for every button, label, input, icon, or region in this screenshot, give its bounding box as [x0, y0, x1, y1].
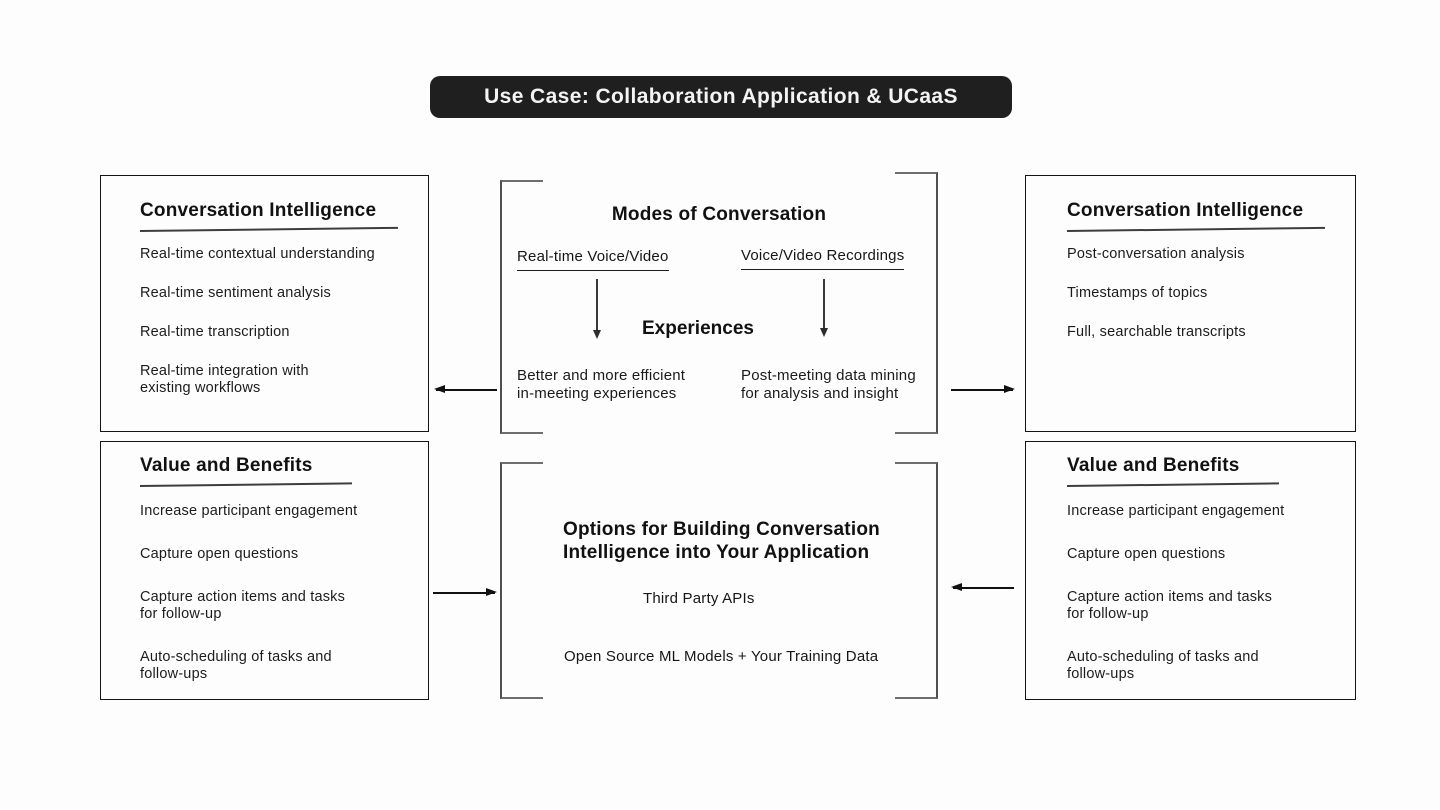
heading-underline	[1066, 226, 1325, 232]
list-item: Auto-scheduling of tasks and follow-ups	[1067, 649, 1259, 682]
panel-conversation-intelligence-realtime: Conversation Intelligence Real-time cont…	[100, 175, 429, 432]
list-item: Capture open questions	[1067, 546, 1226, 562]
option-third-party-apis: Third Party APIs	[643, 590, 755, 607]
panel-heading: Conversation Intelligence	[140, 200, 377, 221]
list-item: Capture action items and tasks for follo…	[140, 589, 346, 622]
arrow-modes-to-right-panel	[951, 386, 1015, 393]
panel-value-benefits-right: Value and Benefits Increase participant …	[1025, 441, 1356, 700]
list-item: Auto-scheduling of tasks and follow-ups	[140, 649, 332, 682]
list-item: Full, searchable transcripts	[1067, 324, 1246, 340]
section-title: Modes of Conversation	[611, 204, 827, 225]
panel-item-list: Post-conversation analysis Timestamps of…	[1067, 246, 1355, 341]
mode-recordings-label: Voice/Video Recordings	[741, 247, 905, 270]
outcome-postmeeting: Post-meeting data mining for analysis an…	[741, 367, 916, 402]
section-modes-of-conversation: Modes of Conversation Real-time Voice/Vi…	[500, 172, 938, 434]
list-item: Real-time integration with existing work…	[140, 363, 309, 396]
arrow-right-panel-to-options	[951, 584, 1014, 591]
mode-realtime-label: Real-time Voice/Video	[517, 248, 669, 271]
section-building-options: Options for Building Conversation Intell…	[500, 462, 938, 699]
panel-value-benefits-left: Value and Benefits Increase participant …	[100, 441, 429, 700]
option-open-source-ml: Open Source ML Models + Your Training Da…	[564, 648, 879, 665]
title-badge: Use Case: Collaboration Application & UC…	[430, 76, 1012, 118]
list-item: Increase participant engagement	[140, 503, 358, 519]
list-item: Real-time transcription	[140, 324, 290, 340]
list-item: Capture open questions	[140, 546, 299, 562]
heading-underline	[139, 226, 398, 232]
arrow-modes-to-left-panel	[434, 386, 497, 393]
arrow-left-panel-to-options	[433, 589, 497, 596]
right-bracket	[895, 172, 938, 434]
panel-item-list: Real-time contextual understanding Real-…	[140, 246, 428, 397]
list-item: Real-time contextual understanding	[140, 246, 375, 262]
panel-heading: Value and Benefits	[140, 455, 313, 476]
list-item: Capture action items and tasks for follo…	[1067, 589, 1273, 622]
panel-heading: Value and Benefits	[1067, 455, 1240, 476]
heading-underline	[139, 482, 352, 487]
list-item: Timestamps of topics	[1067, 285, 1208, 301]
left-bracket	[500, 462, 543, 699]
down-arrow	[820, 279, 827, 337]
list-item: Real-time sentiment analysis	[140, 285, 331, 301]
down-arrow	[593, 279, 600, 339]
panel-item-list: Increase participant engagement Capture …	[140, 503, 428, 683]
heading-underline	[1066, 482, 1279, 487]
list-item: Increase participant engagement	[1067, 503, 1285, 519]
panel-heading: Conversation Intelligence	[1067, 200, 1304, 221]
list-item: Post-conversation analysis	[1067, 246, 1245, 262]
panel-item-list: Increase participant engagement Capture …	[1067, 503, 1355, 683]
experiences-label: Experiences	[642, 318, 754, 339]
left-bracket	[500, 180, 543, 434]
outcome-inmeeting: Better and more efficient in-meeting exp…	[517, 367, 686, 402]
panel-conversation-intelligence-post: Conversation Intelligence Post-conversat…	[1025, 175, 1356, 432]
section-title: Options for Building Conversation Intell…	[563, 519, 880, 563]
right-bracket	[895, 462, 938, 699]
